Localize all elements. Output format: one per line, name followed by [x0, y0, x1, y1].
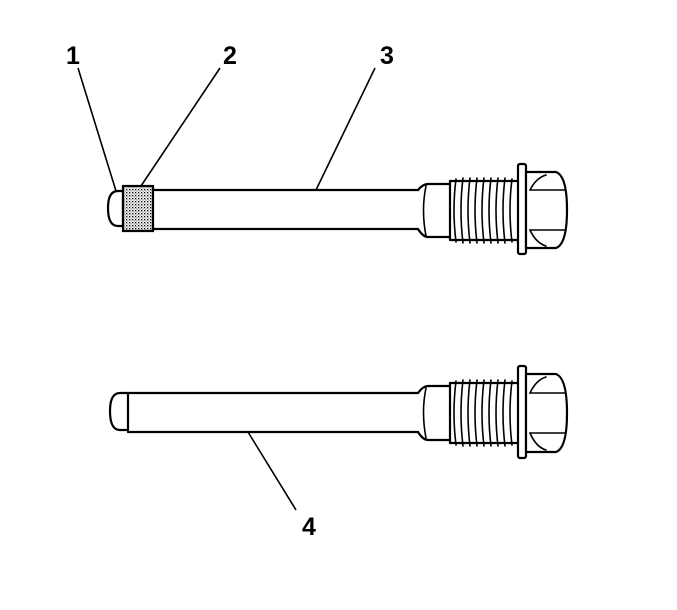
- upper-pin-tip: [106, 189, 125, 228]
- upper-pin-threads: [448, 177, 520, 244]
- upper-pin-shaft: [151, 182, 452, 239]
- callout-3-leader: [315, 67, 376, 191]
- callout-2-label: 2: [223, 42, 237, 70]
- callout-4-leader: [247, 431, 297, 511]
- lower-pin-flange: [516, 364, 528, 460]
- lower-pin-tip: [108, 391, 130, 432]
- lower-guide-pin: [108, 364, 569, 460]
- callout-2-leader: [140, 67, 221, 187]
- callout-4-label: 4: [302, 513, 316, 541]
- upper-pin-hex-head: [524, 170, 569, 250]
- upper-guide-pin: [106, 162, 569, 256]
- upper-pin-flange: [516, 162, 528, 256]
- lower-pin-shaft: [126, 384, 452, 442]
- callout-1-label: 1: [66, 42, 80, 70]
- knurled-sleeve: [121, 184, 155, 233]
- lower-pin-hex-head: [524, 372, 569, 454]
- callout-3-label: 3: [380, 42, 394, 70]
- lower-pin-threads: [448, 379, 520, 447]
- callout-1-leader: [77, 67, 117, 192]
